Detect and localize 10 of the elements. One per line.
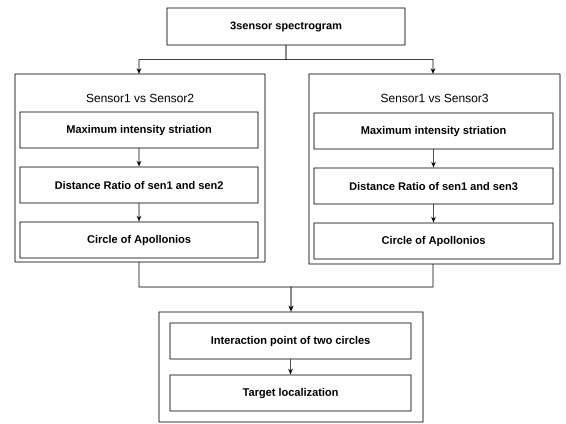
process-box: Circle of Apollonios xyxy=(20,222,258,258)
process-box: Circle of Apollonios xyxy=(314,222,554,260)
process-box: Interaction point of two circles xyxy=(170,322,412,360)
process-box: Distance Ratio of sen1 and sen3 xyxy=(314,168,554,204)
process-box: 3sensor spectrogram xyxy=(166,8,406,46)
process-box: Target localization xyxy=(170,374,412,412)
process-box: Maximum intensity striation xyxy=(314,112,554,150)
group-box xyxy=(158,312,424,422)
process-box: Distance Ratio of sen1 and sen2 xyxy=(20,166,258,204)
process-box: Maximum intensity striation xyxy=(20,112,258,148)
